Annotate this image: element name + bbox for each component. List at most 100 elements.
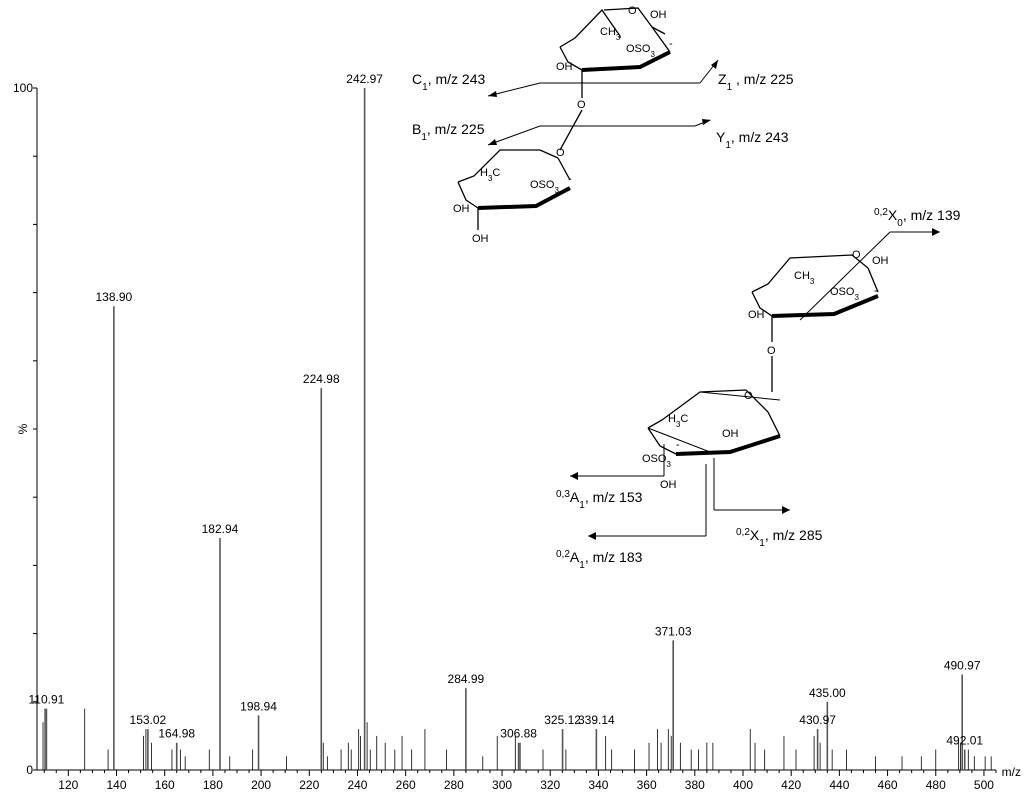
x-tick-label: 200 [251,778,271,792]
x-tick-label: 240 [347,778,367,792]
peak-label-435.00: 435.00 [809,686,846,700]
arrow-head [588,532,596,540]
charge-label: - [568,173,572,185]
ring-bond [751,291,773,317]
ring-bond-bold [771,294,879,318]
x-tick-label: 120 [58,778,78,792]
x-tick-label: 260 [396,778,416,792]
ring-bond [557,157,571,181]
ch3-label: CH3 [794,270,815,286]
ring-bond [767,411,781,437]
x-tick-label: 480 [926,778,946,792]
glycosidic-oxygen-label: O [577,99,586,111]
peak-label-198.94: 198.94 [240,699,277,713]
y-axis-ticks [33,87,37,771]
x-tick-label: 440 [829,778,849,792]
fragment-label-x0-02: 0,2X0, m/z 139 [874,207,961,229]
ring-bond-bold [675,434,781,456]
ring-oxygen-label: O [628,5,637,17]
fragment-label-x1-02: 0,2X1, m/z 285 [736,527,823,549]
cleavage-line [799,231,891,321]
ring-bond [647,427,677,455]
peak-label-325.12: 325.12 [544,713,581,727]
ring-bond [867,267,879,293]
peak-label-224.98: 224.98 [303,372,340,386]
oso3-label: OSO3 [626,43,655,59]
peak-label-138.90: 138.90 [96,290,133,304]
ring-oxygen-label: O [744,390,753,402]
labeled-peaks [45,88,966,770]
peak-label-242.97: 242.97 [346,72,383,86]
ring-bond [603,7,666,35]
y-tick-0: 0 [26,763,33,777]
ring-oxygen-label: O [852,249,861,261]
ring-oxygen-label: O [556,147,565,159]
fragment-label-a1-02: 0,2A1, m/z 183 [556,549,643,571]
ring-bond-bold [477,186,571,210]
x-tick-label: 360 [637,778,657,792]
peak-label-371.03: 371.03 [655,624,692,638]
oso3-label: OSO3 [830,286,859,302]
x-tick-label: 400 [733,778,753,792]
oh-label: OH [748,309,765,321]
y-tick-100: 100 [13,81,33,95]
fragment-label-a1-03: 0,3A1, m/z 153 [556,489,643,511]
x-tick-label: 300 [492,778,512,792]
x-tick-label: 380 [685,778,705,792]
peak-label-153.02: 153.02 [130,713,167,727]
cleavage-line [647,427,711,453]
fragment-labels: C1, m/z 243 Z1 , m/z 225 B1, m/z 225 Y1,… [412,71,961,571]
charge-label: - [669,38,673,50]
peak-label-492.01: 492.01 [946,734,983,748]
disaccharide-structure-cross-ring: OH O CH3 OSO3 - OH O O H3C OH - OSO3 OH [570,228,940,540]
x-tick-label: 500 [974,778,994,792]
charge-label: - [676,439,680,451]
glycosidic-bond [559,109,583,151]
arrow-head [570,472,578,480]
peak-label-164.98: 164.98 [158,727,195,741]
disaccharide-structure-glycosidic: OH O CH3 OSO3 - OH O O H3C OSO3 - OH OH [453,5,719,245]
h3c-label: H3C [668,413,688,429]
oh-label: OH [872,255,889,267]
fragment-label-b1: B1, m/z 225 [412,121,485,143]
charge-label: - [874,285,878,297]
x-tick-label: 460 [878,778,898,792]
peak-label-284.99: 284.99 [448,672,485,686]
ring-bond [751,254,869,293]
oso3-label: OSO3 [530,179,559,195]
x-tick-label: 340 [588,778,608,792]
arrow-head [711,60,718,69]
peak-label-110.91: 110.91 [29,693,65,707]
ring-bond [559,8,621,48]
oso3-label: OSO3 [642,453,671,469]
x-tick-label: 420 [781,778,801,792]
peak-label-182.94: 182.94 [202,522,239,536]
ring-bond [651,26,671,53]
fragment-label-z1: Z1 , m/z 225 [718,71,794,93]
ring-bond-bold [581,50,671,72]
x-axis-label: m/z [1002,765,1021,779]
oh-label: OH [472,233,489,245]
x-tick-label: 280 [444,778,464,792]
ring-bond [559,46,583,71]
c1-arrow [487,82,541,97]
arrow-head [488,91,497,97]
arrow-head [702,119,711,125]
ch3-label: CH3 [600,26,621,42]
x-tick-label: 180 [203,778,223,792]
x-tick-label: 160 [155,778,175,792]
oh-label: OH [650,9,667,21]
h3c-label: H3C [480,167,500,183]
oh-label: OH [660,479,677,491]
b1-arrow [487,125,541,146]
cleavage-line [699,391,781,401]
minor-peaks [42,708,992,770]
ring-bond [457,149,559,183]
arrow-head [782,506,790,514]
x-tick-label: 320 [540,778,560,792]
peak-label-306.88: 306.88 [500,727,537,741]
